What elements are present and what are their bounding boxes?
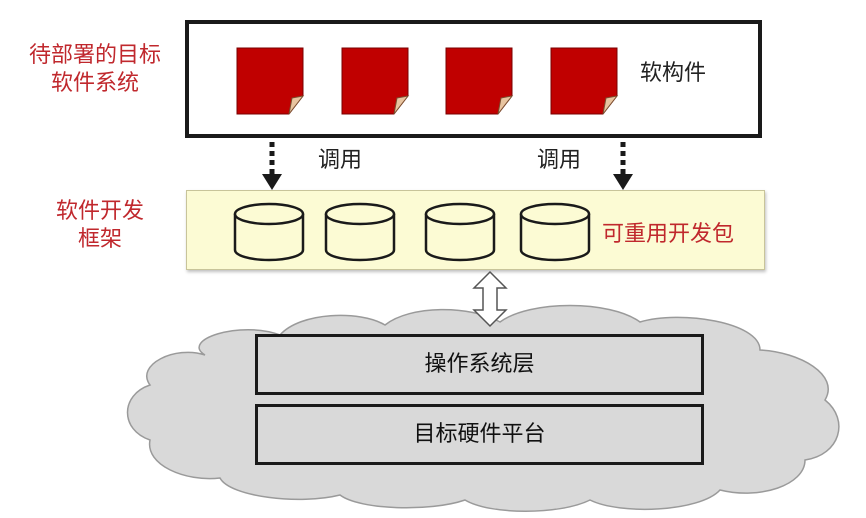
call-label-right: 调用 (537, 148, 582, 173)
document-icon (341, 47, 409, 115)
target-system-label-line2: 软件系统 (50, 71, 139, 96)
document-icon (445, 47, 513, 115)
hardware-layer-label: 目标硬件平台 (413, 422, 546, 447)
database-icon (519, 202, 591, 262)
framework-label-line2: 框架 (77, 227, 122, 252)
document-icon (550, 47, 618, 115)
os-layer-box: 操作系统层 (255, 334, 704, 395)
database-icon (424, 202, 496, 262)
database-icon (233, 202, 305, 262)
target-system-label-line1: 待部署的目标 (28, 43, 161, 68)
call-arrow-right (613, 142, 633, 190)
document-icon (236, 47, 304, 115)
database-icons (233, 202, 591, 262)
target-system-label: 待部署的目标 软件系统 (20, 42, 170, 98)
double-arrow-icon (472, 270, 508, 328)
framework-label: 软件开发 框架 (45, 198, 155, 254)
call-label-left: 调用 (318, 148, 363, 173)
os-layer-label: 操作系统层 (424, 352, 535, 377)
call-arrows (262, 142, 633, 190)
component-label: 软构件 (640, 61, 707, 86)
database-icon (324, 202, 396, 262)
call-arrow-left (262, 142, 282, 190)
framework-label-line1: 软件开发 (55, 199, 144, 224)
hardware-layer-box: 目标硬件平台 (255, 404, 704, 465)
package-label: 可重用开发包 (602, 222, 735, 247)
